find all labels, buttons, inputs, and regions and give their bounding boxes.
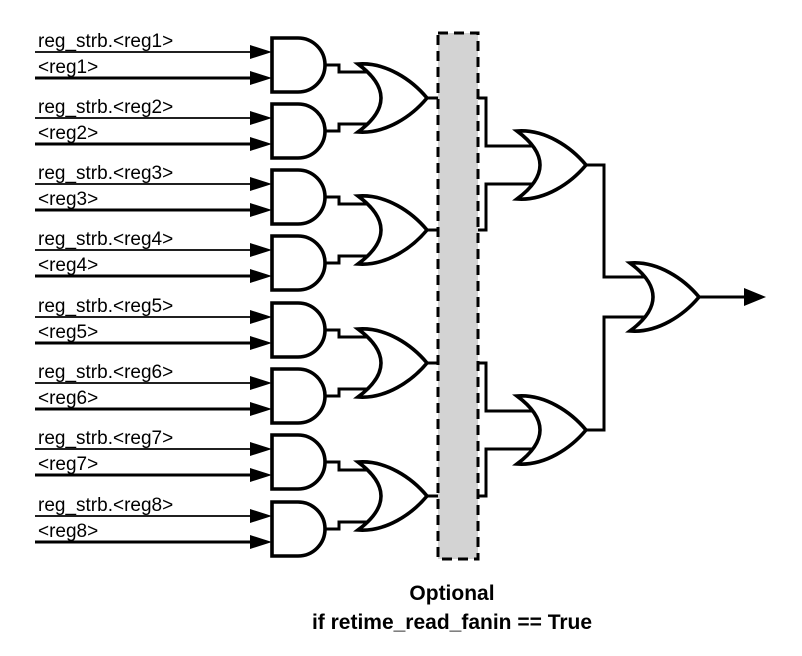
input-group-4: reg_strb.<reg4> <reg4>	[35, 229, 272, 283]
and-gate-5	[270, 301, 327, 359]
input-data-label-4: <reg4>	[38, 255, 98, 276]
input-arrowhead-icon	[250, 468, 272, 482]
and4-output-wire	[325, 254, 378, 265]
input-data-label-6: <reg6>	[38, 388, 98, 409]
or-gate-stage2-1	[353, 62, 430, 134]
or-upper-output-wire	[586, 163, 650, 279]
stage2-or-gates	[353, 62, 430, 532]
and-gate-1	[270, 36, 327, 94]
and-gate-2	[270, 102, 327, 160]
input-arrowhead-icon	[250, 535, 272, 549]
or-gate-stage2-4	[353, 460, 430, 532]
input-data-label-7: <reg7>	[38, 454, 98, 475]
and-gate-6	[270, 367, 327, 425]
caption-line2: if retime_read_fanin == True	[312, 611, 592, 634]
or-gate-stage2-2	[353, 194, 430, 266]
and-gates	[270, 36, 327, 558]
input-strobe-label-2: reg_strb.<reg2>	[38, 97, 173, 118]
input-strobe-label-1: reg_strb.<reg1>	[38, 31, 173, 52]
input-arrowhead-icon	[250, 376, 272, 390]
input-arrowhead-icon	[250, 509, 272, 523]
input-group-2: reg_strb.<reg2> <reg2>	[35, 97, 272, 151]
and8-output-wire	[325, 520, 378, 531]
input-strobe-label-6: reg_strb.<reg6>	[38, 362, 173, 383]
input-strobe-label-3: reg_strb.<reg3>	[38, 163, 173, 184]
input-strobe-label-4: reg_strb.<reg4>	[38, 229, 173, 250]
caption-line1: Optional	[409, 582, 494, 605]
input-data-label-5: <reg5>	[38, 322, 98, 343]
input-group-8: reg_strb.<reg8> <reg8>	[35, 495, 272, 549]
and-gate-4	[270, 234, 327, 292]
input-data-label-8: <reg8>	[38, 521, 98, 542]
and7-output-wire	[325, 460, 378, 472]
and-gate-8	[270, 500, 327, 558]
input-arrowhead-icon	[250, 243, 272, 257]
and6-output-wire	[325, 387, 378, 398]
input-group-6: reg_strb.<reg6> <reg6>	[35, 362, 272, 416]
or-lower-output-wire	[586, 315, 650, 432]
and-gate-7	[270, 433, 327, 491]
input-group-1: reg_strb.<reg1> <reg1>	[35, 31, 272, 85]
input-group-7: reg_strb.<reg7> <reg7>	[35, 428, 272, 482]
and5-output-wire	[325, 328, 378, 339]
input-group-5: reg_strb.<reg5> <reg5>	[35, 296, 272, 350]
stage3-or-gates	[512, 129, 589, 466]
and1-output-wire	[325, 63, 378, 74]
input-group-3: reg_strb.<reg3> <reg3>	[35, 163, 272, 217]
and-gate-3	[270, 168, 327, 226]
stage3-to-final-wires	[586, 163, 650, 432]
and2-output-wire	[325, 122, 378, 133]
final-or-stage	[625, 261, 766, 333]
input-data-label-1: <reg1>	[38, 57, 98, 78]
input-arrowhead-icon	[250, 269, 272, 283]
input-arrowhead-icon	[250, 111, 272, 125]
output-arrowhead-icon	[744, 288, 766, 306]
input-arrowhead-icon	[250, 71, 272, 85]
input-strobe-label-7: reg_strb.<reg7>	[38, 428, 173, 449]
and3-output-wire	[325, 195, 378, 206]
input-data-label-3: <reg3>	[38, 189, 98, 210]
or-gate-stage3-lower	[512, 394, 589, 466]
input-arrowhead-icon	[250, 310, 272, 324]
or-gate-stage3-upper	[512, 129, 589, 201]
input-arrowhead-icon	[250, 137, 272, 151]
input-arrowhead-icon	[250, 402, 272, 416]
input-strobe-label-8: reg_strb.<reg8>	[38, 495, 173, 516]
retime-boundary-box	[436, 31, 480, 561]
caption: Optional if retime_read_fanin == True	[312, 582, 592, 634]
input-strobe-label-5: reg_strb.<reg5>	[38, 296, 173, 317]
input-arrowhead-icon	[250, 442, 272, 456]
input-data-label-2: <reg2>	[38, 123, 98, 144]
and-to-or-wires	[325, 63, 378, 531]
input-arrowhead-icon	[250, 45, 272, 59]
or-gate-stage2-3	[353, 327, 430, 399]
input-arrowhead-icon	[250, 336, 272, 350]
input-arrowhead-icon	[250, 177, 272, 191]
input-arrowhead-icon	[250, 203, 272, 217]
or-gate-final	[625, 261, 702, 333]
